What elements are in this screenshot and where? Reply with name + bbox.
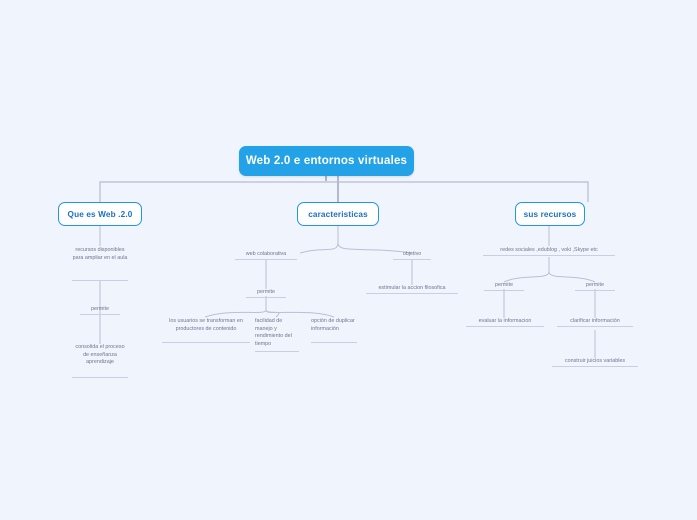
leaf-node-permite-2[interactable]: permite (246, 289, 286, 298)
leaf-node-label: evaluar la informacion (478, 318, 532, 324)
leaf-node-recursos-disponibles[interactable]: recursos disponibles para ampliar en el … (72, 247, 128, 281)
leaf-node-objetivo[interactable]: objetivo (393, 251, 431, 260)
leaf-node-permite-1[interactable]: permite (80, 306, 120, 315)
leaf-node-label: redes sociales ,edublog , voki ,Skype et… (500, 247, 598, 253)
branch-node-label: caracteristicas (308, 209, 368, 219)
root-node[interactable]: Web 2.0 e entornos virtuales (239, 146, 414, 176)
leaf-node-label: permite (91, 306, 109, 312)
leaf-node-label: estimular la accion filosofica (378, 285, 446, 291)
leaf-node-label: consolida el proceso de enseñanza aprend… (75, 344, 125, 366)
leaf-node-label: permite (495, 282, 513, 288)
leaf-node-label: web colaborativa (245, 251, 287, 257)
leaf-node-label: construir juicios variables (564, 358, 626, 364)
branch-node-caracteristicas[interactable]: caracteristicas (297, 202, 379, 226)
leaf-node-label: permite (586, 282, 604, 288)
leaf-node-permite-4[interactable]: permite (575, 282, 615, 291)
leaf-node-label: los usuarios se transforman en productor… (169, 318, 243, 332)
leaf-node-label: facilidad de manejo y rendimiento del ti… (255, 318, 292, 348)
leaf-node-permite-3[interactable]: permite (484, 282, 524, 291)
leaf-node-consolida-proceso[interactable]: consolida el proceso de enseñanza aprend… (72, 344, 128, 378)
leaf-node-facilidad-manejo[interactable]: facilidad de manejo y rendimiento del ti… (255, 318, 299, 352)
leaf-node-evaluar-informacion[interactable]: evaluar la informacion (466, 318, 544, 327)
leaf-node-label: recursos disponibles para ampliar en el … (72, 247, 128, 261)
leaf-node-label: permite (257, 289, 275, 295)
branch-node-sus-recursos[interactable]: sus recursos (515, 202, 585, 226)
branch-node-que-es-web[interactable]: Que es Web .2.0 (58, 202, 142, 226)
leaf-node-opcion-duplicar[interactable]: opción de duplicar información (311, 318, 357, 343)
leaf-node-web-colaborativa[interactable]: web colaborativa (235, 251, 297, 260)
leaf-node-estimular-accion[interactable]: estimular la accion filosofica (366, 285, 458, 294)
leaf-node-label: objetivo (402, 251, 422, 257)
leaf-node-construir-juicios[interactable]: construir juicios variables (552, 358, 638, 367)
branch-node-label: sus recursos (523, 209, 577, 219)
leaf-node-label: clarificar información (570, 318, 620, 324)
branch-node-label: Que es Web .2.0 (67, 209, 133, 219)
leaf-node-usuarios-productores[interactable]: los usuarios se transforman en productor… (162, 318, 250, 343)
leaf-node-clarificar-informacion[interactable]: clarificar información (557, 318, 633, 327)
leaf-node-label: opción de duplicar información (311, 318, 355, 332)
leaf-node-redes-sociales[interactable]: redes sociales ,edublog , voki ,Skype et… (483, 247, 615, 256)
root-node-label: Web 2.0 e entornos virtuales (245, 155, 408, 167)
